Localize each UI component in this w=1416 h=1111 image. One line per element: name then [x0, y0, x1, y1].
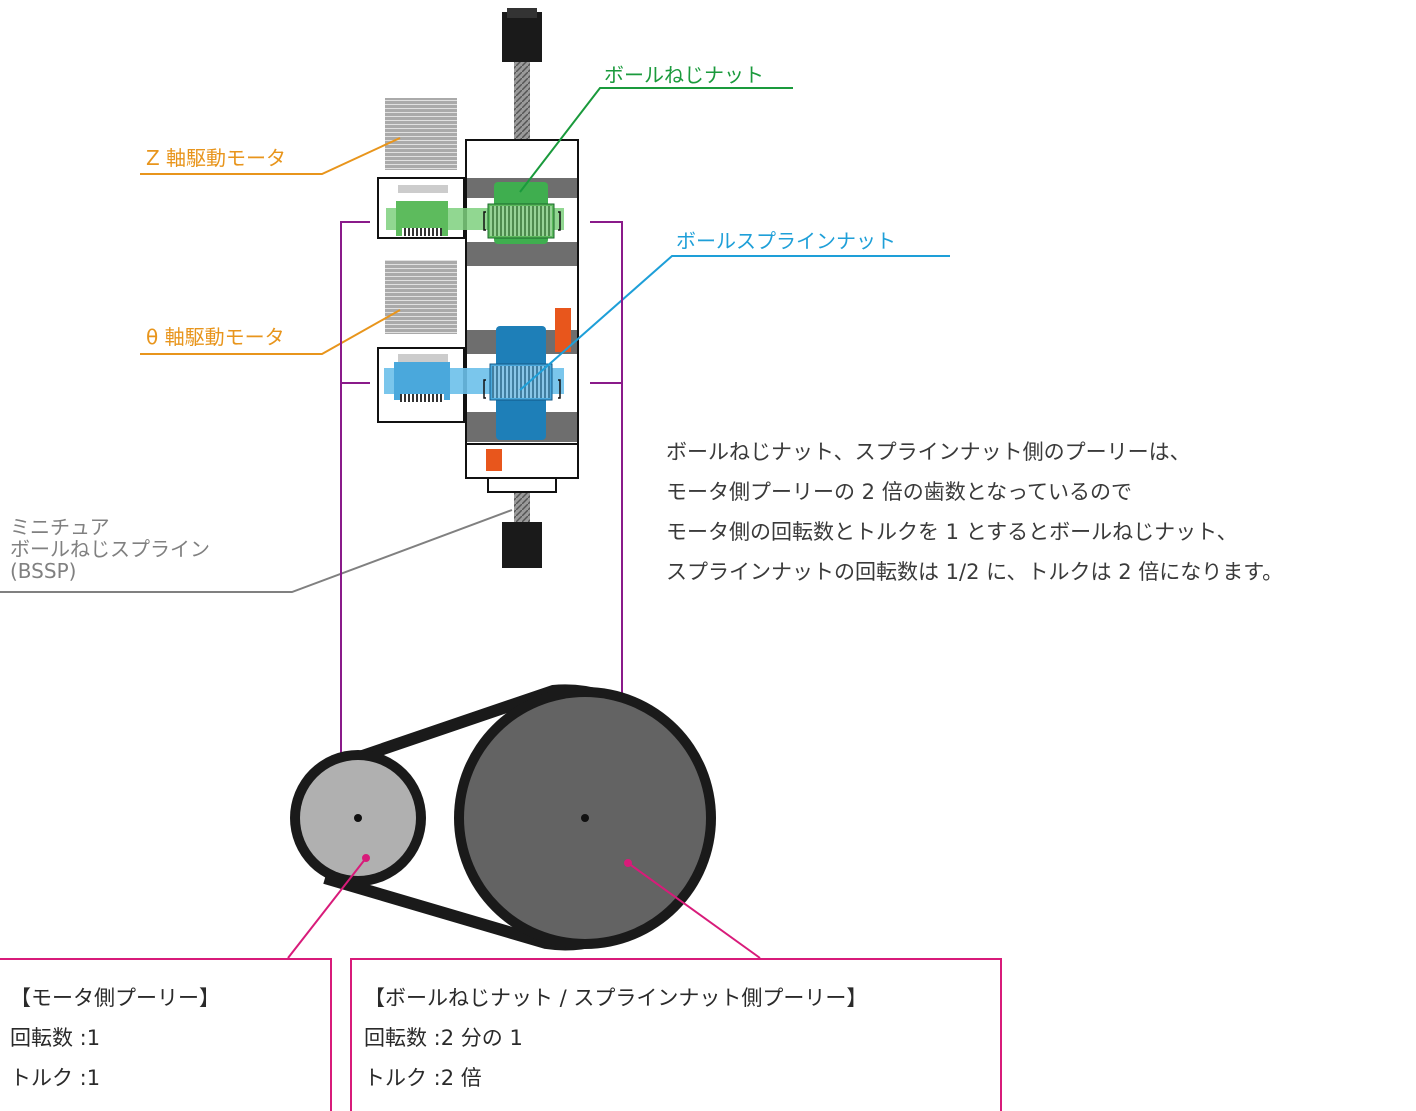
box-rotation: 回転数 :2 分の 1: [364, 1026, 523, 1050]
description-line: スプラインナットの回転数は 1/2 に、トルクは 2 倍になります。: [666, 560, 1284, 584]
box-torque: トルク :1: [10, 1066, 101, 1090]
brackets: [483, 211, 561, 399]
box-title: 【ボールねじナット / スプラインナット側プーリー】: [364, 986, 868, 1010]
ball-screw-nut: [487, 182, 555, 244]
description-line: モータ側プーリーの 2 倍の歯数となっているので: [666, 480, 1133, 504]
bssp-label-line: (BSSP): [10, 559, 77, 583]
bssp-label-line: ボールねじスプライン: [10, 537, 210, 561]
nut-pulley-info-box: 【ボールねじナット / スプラインナット側プーリー】 回転数 :2 分の 1 ト…: [350, 958, 1002, 1111]
theta-axis-motor: [377, 260, 564, 423]
ball-screw-nut-label: ボールねじナット: [604, 63, 764, 87]
purple-connectors: [339, 221, 644, 785]
pulley-system: [290, 684, 716, 951]
ratio-description: ボールねじナット、スプラインナット側のプーリーは、 モータ側プーリーの 2 倍の…: [666, 432, 1283, 592]
description-line: ボールねじナット、スプラインナット側のプーリーは、: [666, 440, 1191, 464]
z-axis-motor-label: Z 軸駆動モータ: [146, 146, 287, 170]
theta-axis-motor-label: θ 軸駆動モータ: [146, 325, 285, 349]
box-title: 【モータ側プーリー】: [10, 986, 220, 1010]
callout-lines: [287, 854, 761, 959]
motor-pulley-info-box: 【モータ側プーリー】 回転数 :1 トルク :1: [0, 958, 332, 1111]
ball-spline-nut-label: ボールスプラインナット: [676, 229, 896, 253]
box-torque: トルク :2 倍: [364, 1066, 482, 1090]
description-line: モータ側の回転数とトルクを 1 とするとボールねじナット、: [666, 520, 1238, 544]
label-leader-lines: [0, 87, 950, 593]
bssp-label-line: ミニチュア: [10, 515, 110, 539]
box-rotation: 回転数 :1: [10, 1026, 101, 1050]
ball-spline-nut: [489, 326, 553, 440]
bssp-label: ミニチュア ボールねじスプライン (BSSP): [10, 516, 210, 582]
